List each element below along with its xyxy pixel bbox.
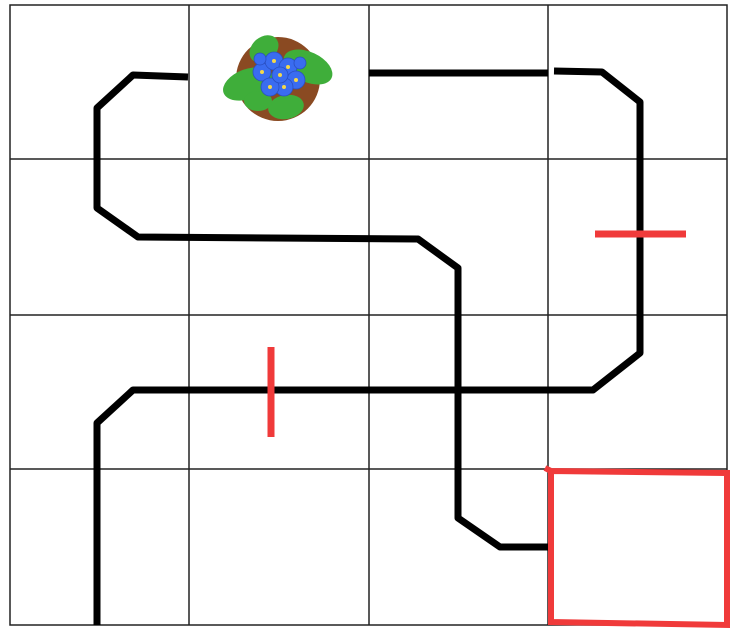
barriers — [271, 234, 686, 437]
flower-pot-icon[interactable] — [218, 30, 337, 122]
target-box[interactable] — [545, 468, 727, 625]
grid — [10, 5, 727, 625]
path-line — [97, 75, 548, 547]
